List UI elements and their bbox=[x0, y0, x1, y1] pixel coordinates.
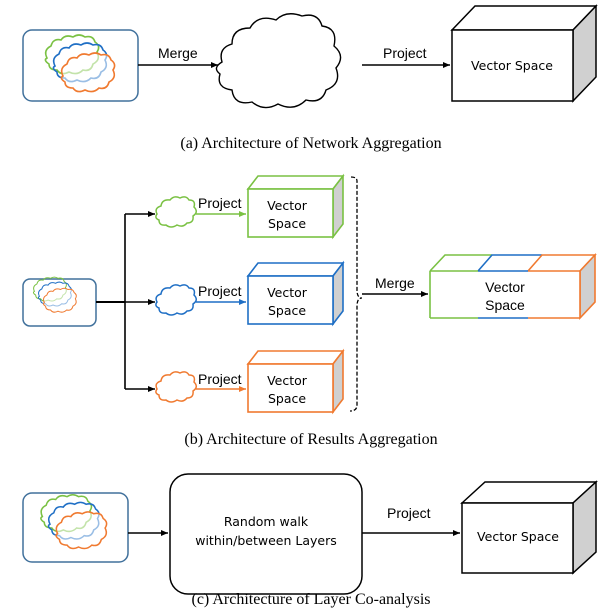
merge-label: Merge bbox=[158, 45, 198, 61]
merged-vector-label: Vector bbox=[485, 279, 525, 295]
layer-cloud-icon-blue bbox=[155, 284, 197, 316]
panel-c: Random walk within/between Layers Projec… bbox=[22, 473, 598, 608]
caption-b: (b) Architecture of Results Aggregation bbox=[184, 431, 437, 448]
vector-space-label-green-2: Space bbox=[268, 216, 306, 231]
project-label-green: Project bbox=[198, 195, 242, 211]
project-label-orange: Project bbox=[198, 371, 242, 387]
vector-space-box: Vector Space bbox=[450, 4, 598, 103]
vector-space-label-orange-2: Space bbox=[268, 391, 306, 406]
project-label-blue: Project bbox=[198, 283, 242, 299]
project-label-c: Project bbox=[387, 505, 431, 521]
branch-green: Project Vector Space bbox=[155, 173, 345, 240]
merged-network-cloud-icon bbox=[215, 13, 342, 109]
merged-vector-space-box: Vector Space bbox=[429, 252, 597, 321]
random-walk-label-2: within/between Layers bbox=[195, 533, 337, 548]
caption-a: (a) Architecture of Network Aggregation bbox=[180, 135, 441, 152]
vector-space-label-orange: Vector bbox=[267, 373, 308, 388]
vector-space-box-green bbox=[247, 188, 334, 238]
vector-space-label-blue-2: Space bbox=[268, 303, 306, 318]
vector-space-box-blue bbox=[247, 275, 334, 325]
merge-label-b: Merge bbox=[375, 275, 415, 291]
vector-space-label-blue: Vector bbox=[267, 285, 308, 300]
branch-orange: Project Vector Space bbox=[155, 348, 345, 415]
branch-blue: Project Vector Space bbox=[155, 260, 345, 327]
grouping-brace bbox=[349, 176, 363, 412]
random-walk-box bbox=[169, 473, 363, 595]
random-walk-label: Random walk bbox=[224, 514, 309, 529]
vector-space-label: Vector Space bbox=[471, 58, 553, 73]
vector-space-box-orange bbox=[247, 363, 334, 413]
merged-vector-label-2: Space bbox=[485, 297, 525, 313]
panel-b: Project Vector Space Project Vector Spac… bbox=[22, 173, 597, 448]
project-label: Project bbox=[383, 45, 427, 61]
layer-cloud-icon-green bbox=[155, 196, 197, 228]
vector-space-label-c: Vector Space bbox=[477, 529, 559, 544]
panel-a: Merge Project Vector Space (a) Architect… bbox=[22, 4, 598, 152]
caption-c: (c) Architecture of Layer Co-analysis bbox=[191, 591, 430, 608]
vector-space-label-green: Vector bbox=[267, 198, 308, 213]
layer-cloud-icon-orange bbox=[155, 371, 197, 403]
vector-space-box-c: Vector Space bbox=[460, 480, 598, 575]
